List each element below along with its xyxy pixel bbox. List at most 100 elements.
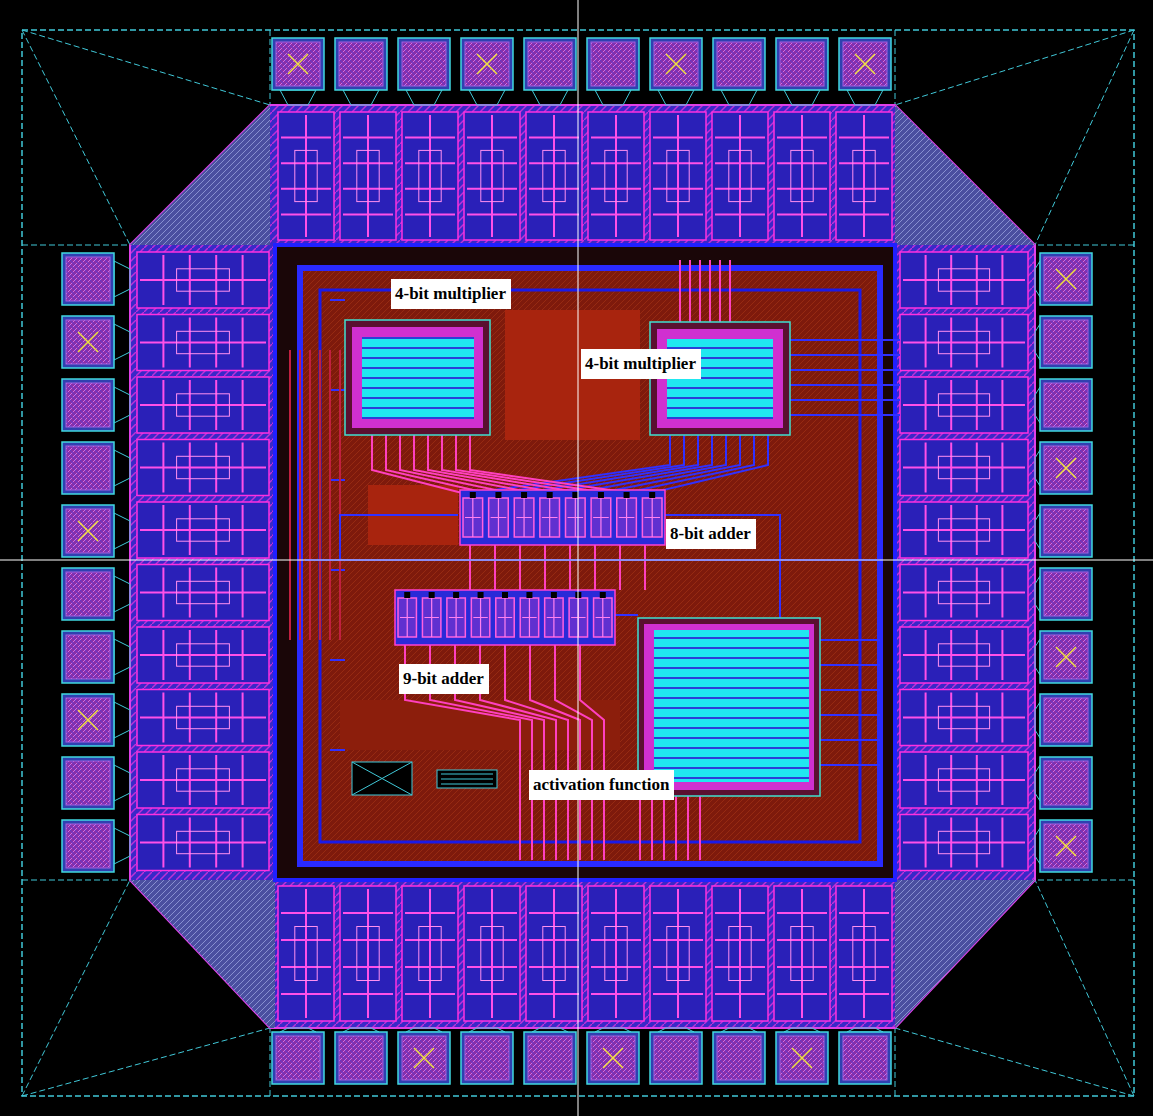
io-cell — [712, 112, 768, 240]
metal-wire — [456, 435, 620, 495]
bond-pad — [1035, 694, 1092, 746]
metal-wire — [699, 796, 701, 860]
metal-wire — [663, 796, 665, 860]
metal-wire — [790, 354, 900, 356]
bond-pad — [1035, 568, 1092, 620]
block-label: activation function — [529, 770, 674, 800]
metal-wire — [428, 435, 570, 495]
metal-wire — [644, 545, 646, 590]
metal-wire — [442, 435, 595, 495]
bond-pad — [1035, 379, 1092, 431]
io-cell — [900, 815, 1028, 871]
bond-pad — [62, 820, 130, 872]
bond-pad — [62, 694, 130, 746]
metal-wire — [505, 435, 684, 492]
bond-pad — [62, 757, 130, 809]
metal-wire — [580, 645, 604, 860]
bond-pad — [839, 38, 891, 105]
block-label: 9-bit adder — [399, 664, 489, 694]
io-cell — [137, 440, 269, 496]
bond-pad — [1035, 631, 1092, 683]
bond-pad — [839, 1028, 891, 1084]
metal-wire — [330, 569, 345, 571]
bond-pad — [1035, 757, 1092, 809]
metal-wire — [414, 435, 545, 495]
io-cell — [900, 565, 1028, 621]
metal-wire — [470, 435, 645, 495]
io-cell — [774, 112, 830, 240]
metal-wire — [569, 545, 571, 590]
bond-pad — [776, 38, 828, 105]
bond-pad — [272, 38, 324, 105]
bond-pad — [524, 38, 576, 105]
metal-wire — [555, 645, 592, 860]
metal-wire — [340, 515, 458, 560]
io-cell — [340, 112, 396, 240]
io-cell — [836, 886, 892, 1021]
io-cell — [836, 112, 892, 240]
metal-wire — [651, 796, 653, 860]
metal-wire — [687, 796, 689, 860]
metal-wire — [820, 639, 880, 641]
io-cell — [650, 112, 706, 240]
io-cell — [137, 252, 269, 308]
io-cell — [137, 690, 269, 746]
adder-cells — [395, 590, 615, 645]
metal-wire — [790, 369, 900, 371]
bond-pad — [650, 1028, 702, 1084]
metal-wire — [820, 689, 880, 691]
metal-wire — [820, 664, 880, 666]
metal-wire — [339, 350, 341, 640]
metal-wire — [675, 796, 677, 860]
bond-pad — [713, 38, 765, 105]
block-label: 4-bit multiplier — [391, 279, 511, 309]
metal-wire — [580, 435, 726, 492]
io-cell — [900, 440, 1028, 496]
io-cell — [402, 112, 458, 240]
metal-wire — [594, 545, 596, 590]
io-cell — [137, 377, 269, 433]
bond-pad — [461, 38, 513, 105]
adder-cells — [460, 490, 665, 545]
metal-wire — [679, 260, 681, 322]
io-cell — [526, 112, 582, 240]
io-cell — [900, 377, 1028, 433]
metal-wire — [639, 796, 641, 860]
io-cell — [900, 315, 1028, 371]
metal-wire — [729, 260, 731, 322]
io-cell — [137, 627, 269, 683]
metal-wire — [289, 350, 291, 640]
bond-pad — [272, 1028, 324, 1084]
bond-pad — [62, 442, 130, 494]
metal-wire — [330, 299, 345, 301]
bond-pad — [524, 1028, 576, 1084]
bond-pad — [62, 505, 130, 557]
bond-pad — [1035, 505, 1092, 557]
io-cell — [900, 752, 1028, 808]
metal-wire — [820, 739, 880, 741]
io-cell — [712, 886, 768, 1021]
io-cell — [137, 315, 269, 371]
io-cell — [278, 112, 334, 240]
metal-wire — [330, 389, 345, 391]
io-cell — [900, 502, 1028, 558]
metal-wire — [820, 714, 880, 716]
metal-wire — [709, 260, 711, 322]
io-cell — [900, 627, 1028, 683]
metal-wire — [330, 749, 345, 751]
bond-pad — [776, 1028, 828, 1084]
metal-wire — [505, 645, 568, 860]
io-cell — [774, 886, 830, 1021]
metal-wire — [494, 545, 496, 590]
metal-wire — [699, 260, 701, 322]
bond-pad — [713, 1028, 765, 1084]
io-cell — [588, 886, 644, 1021]
metal-wire — [319, 350, 321, 640]
bond-pad — [461, 1028, 513, 1084]
bond-pad — [1035, 316, 1092, 368]
io-cell — [464, 886, 520, 1021]
bond-pad — [62, 631, 130, 683]
metal-wire — [330, 479, 345, 481]
bond-pad — [62, 253, 130, 305]
metal-wire — [519, 545, 521, 590]
